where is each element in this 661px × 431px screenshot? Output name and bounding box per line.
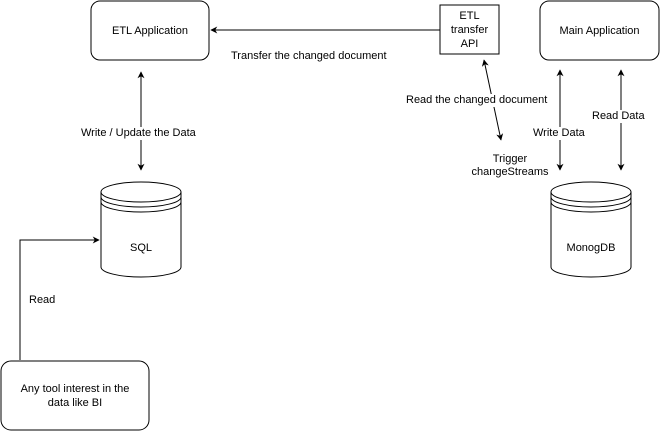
sql-database xyxy=(100,181,182,278)
write-update-label: Write / Update the Data xyxy=(81,127,196,140)
write-data-label: Write Data xyxy=(533,127,585,140)
etl-transfer-api-box xyxy=(439,4,500,55)
etl-transfer-api-label: ETL transfer API xyxy=(450,9,489,50)
read-label: Read xyxy=(29,294,56,306)
read-data-label: Read Data xyxy=(592,110,645,123)
main-application-box xyxy=(539,0,660,61)
bi-tool-box xyxy=(0,360,150,431)
mongodb-label: MonogDB xyxy=(566,242,616,254)
read-arrow xyxy=(19,236,100,360)
bi-tool-label: Any tool interest in the data like BI xyxy=(20,382,130,409)
main-application-label: Main Application xyxy=(559,24,640,37)
etl-application-box xyxy=(90,0,210,61)
etl-application-label: ETL Application xyxy=(111,24,189,37)
sql-label: SQL xyxy=(129,242,152,254)
trigger-label: Trigger changeStreams xyxy=(471,153,549,178)
transfer-label: Transfer the changed document xyxy=(231,50,387,62)
read-changed-label: Read the changed document xyxy=(406,94,548,107)
mongodb-database xyxy=(550,181,632,278)
